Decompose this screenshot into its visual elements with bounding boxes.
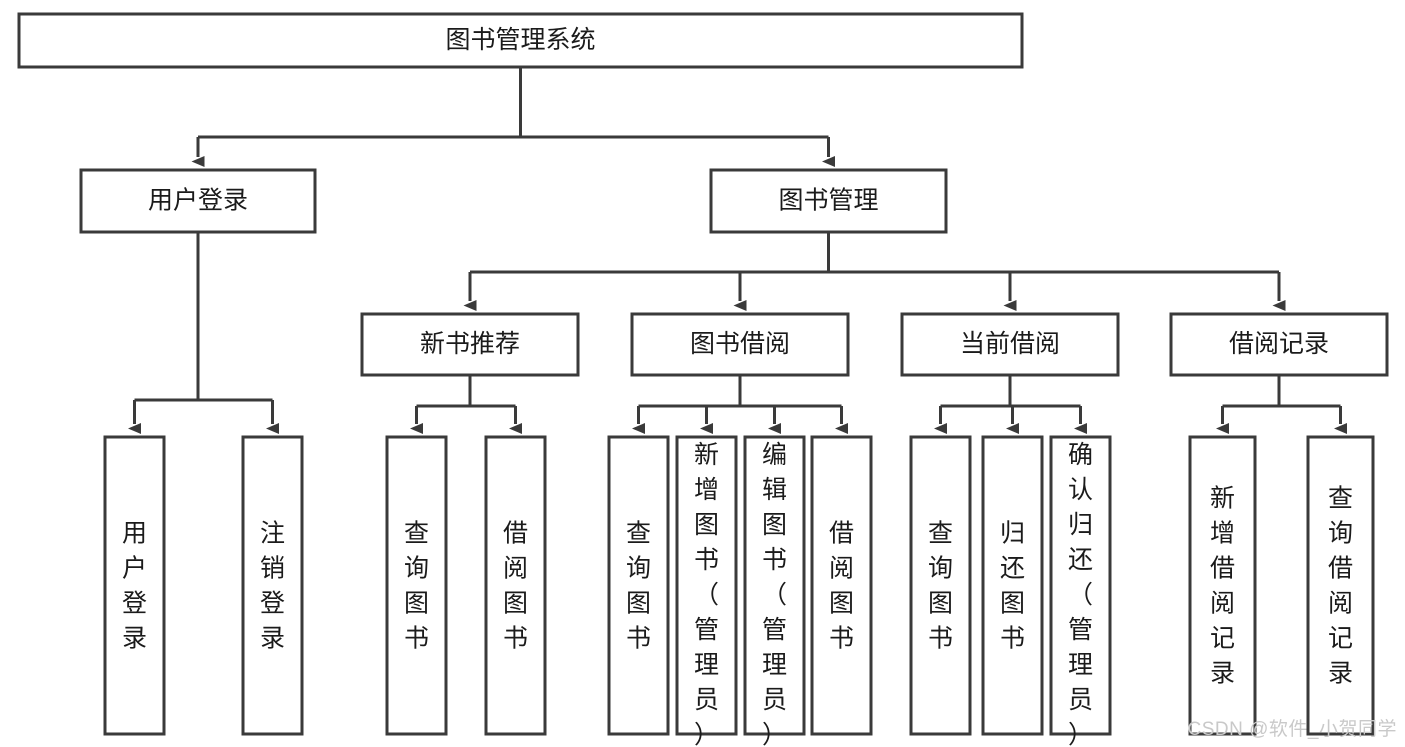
- node-edit-book-admin[interactable]: 编辑图书（管理员）: [743, 435, 806, 747]
- node-box: [709, 168, 948, 234]
- connector-layer: [128, 67, 1347, 434]
- node-label: 新增借阅记录: [1210, 485, 1235, 688]
- node-query-book[interactable]: 查询图书: [385, 435, 448, 736]
- node-query-book[interactable]: 查询图书: [909, 435, 972, 736]
- node-label: 借阅图书: [503, 520, 528, 653]
- node-return-book[interactable]: 归还图书: [981, 435, 1044, 736]
- node-borrowing-record[interactable]: 借阅记录: [1169, 312, 1389, 377]
- node-box: [909, 435, 972, 736]
- node-label: 归还图书: [1000, 520, 1025, 653]
- node-box: [241, 435, 304, 736]
- node-label: 注销登录: [260, 520, 285, 653]
- node-label: 查询图书: [626, 520, 651, 653]
- node-add-book-admin[interactable]: 新增图书（管理员）: [675, 435, 738, 747]
- node-box: [675, 435, 738, 736]
- node-book-management-system[interactable]: 图书管理系统: [17, 12, 1024, 69]
- node-label: 借阅记录: [1229, 330, 1329, 358]
- node-label: 查询图书: [404, 520, 429, 653]
- node-box: [981, 435, 1044, 736]
- node-user-login[interactable]: 用户登录: [103, 435, 166, 736]
- node-query-book[interactable]: 查询图书: [607, 435, 670, 736]
- node-label: 新增图书（管理员）: [694, 441, 719, 747]
- node-label: 编辑图书（管理员）: [762, 441, 787, 747]
- node-box: [743, 435, 806, 736]
- node-label: 查询借阅记录: [1328, 485, 1353, 688]
- node-new-book-recommendation[interactable]: 新书推荐: [360, 312, 580, 377]
- node-box: [484, 435, 547, 736]
- node-label: 确认归还（管理员）: [1068, 441, 1093, 747]
- node-label: 查询图书: [928, 520, 953, 653]
- node-borrow-book[interactable]: 借阅图书: [810, 435, 873, 736]
- node-user-login[interactable]: 用户登录: [79, 168, 317, 234]
- node-box: [385, 435, 448, 736]
- node-box: [1306, 435, 1375, 736]
- node-query-borrowing-record[interactable]: 查询借阅记录: [1306, 435, 1375, 736]
- node-label: 借阅图书: [829, 520, 854, 653]
- node-box: [900, 312, 1120, 377]
- node-box: [103, 435, 166, 736]
- node-book-management[interactable]: 图书管理: [709, 168, 948, 234]
- node-label: 用户登录: [148, 187, 248, 215]
- node-box: [1169, 312, 1389, 377]
- node-label: 图书管理系统: [445, 26, 595, 54]
- node-label: 图书借阅: [690, 330, 790, 358]
- node-current-borrowing[interactable]: 当前借阅: [900, 312, 1120, 377]
- node-box: [1049, 435, 1112, 736]
- node-box: [607, 435, 670, 736]
- node-label: 图书管理: [778, 187, 878, 215]
- node-logout[interactable]: 注销登录: [241, 435, 304, 736]
- node-box: [360, 312, 580, 377]
- node-borrow-book[interactable]: 借阅图书: [484, 435, 547, 736]
- watermark: CSDN @软件_小贺同学: [1187, 719, 1397, 740]
- node-layer: 图书管理系统用户登录图书管理新书推荐图书借阅当前借阅借阅记录用户登录注销登录查询…: [17, 12, 1389, 747]
- node-box: [810, 435, 873, 736]
- node-add-borrowing-record[interactable]: 新增借阅记录: [1188, 435, 1257, 736]
- node-box: [630, 312, 850, 377]
- node-label: 当前借阅: [960, 330, 1060, 358]
- node-box: [1188, 435, 1257, 736]
- node-label: 用户登录: [122, 520, 147, 653]
- node-confirm-return-admin[interactable]: 确认归还（管理员）: [1049, 435, 1112, 747]
- node-box: [79, 168, 317, 234]
- node-box: [17, 12, 1024, 69]
- node-book-borrowing[interactable]: 图书借阅: [630, 312, 850, 377]
- node-label: 新书推荐: [420, 330, 520, 358]
